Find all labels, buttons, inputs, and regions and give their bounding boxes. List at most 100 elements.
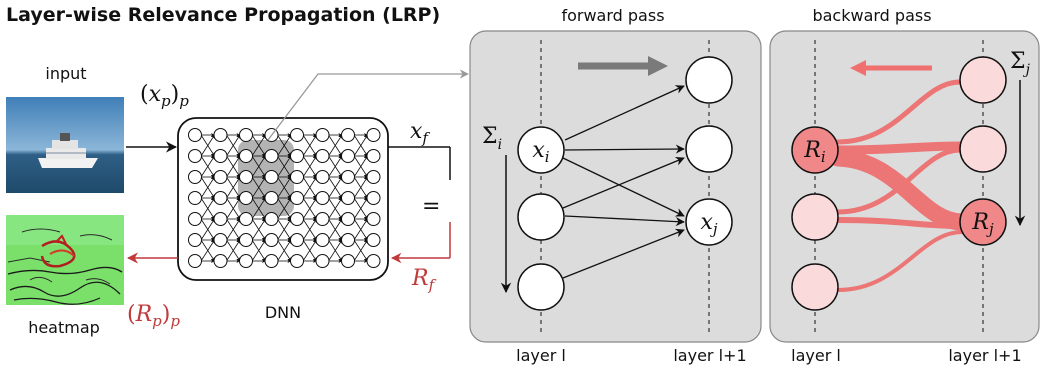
dnn-edge [226, 176, 241, 199]
dnn-edge [302, 134, 317, 157]
dnn-neuron [290, 233, 304, 247]
dnn-neuron [188, 170, 202, 184]
dnn-neuron [290, 149, 304, 163]
dnn-edge [328, 134, 343, 157]
dnn-edge [328, 239, 343, 262]
equals-sign: = [422, 194, 440, 219]
heatmap-label: heatmap [28, 318, 100, 337]
dnn-edge [353, 176, 368, 199]
dnn-edge [353, 239, 368, 262]
backward-node-ri [791, 126, 839, 174]
dnn-edge [251, 134, 266, 157]
dnn-edge [353, 155, 368, 178]
dnn-neuron [239, 254, 253, 268]
forward-node-xi [517, 126, 565, 174]
dnn-neuron [341, 170, 355, 184]
dnn-edge [226, 239, 241, 262]
dnn-neuron [213, 212, 228, 226]
dnn-neuron [290, 191, 304, 205]
dnn-neuron [290, 212, 304, 226]
forward-node-u1 [685, 56, 733, 104]
dnn-edge [226, 218, 241, 241]
dnn-edge [277, 218, 292, 241]
dnn-neuron [341, 233, 355, 247]
dnn-neuron [366, 254, 381, 268]
dnn-edge [353, 218, 368, 241]
dnn-edge [277, 197, 292, 220]
input-image [6, 97, 124, 193]
dnn-neuron [315, 212, 330, 226]
dnn-neuron [315, 149, 330, 163]
dnn-edge [251, 176, 266, 199]
forward-node-l3 [517, 263, 565, 311]
dnn-edge [200, 197, 215, 220]
dnn-neuron [213, 149, 228, 163]
dnn-neuron [188, 233, 202, 247]
dnn-edge [200, 176, 215, 199]
forward-node-l2 [517, 193, 565, 241]
dnn-edge [251, 239, 266, 262]
dnn-edge [200, 155, 215, 178]
dnn-edge [200, 239, 215, 262]
dnn-neuron [213, 128, 228, 142]
dnn-edge [277, 134, 292, 157]
dnn-edge [251, 155, 266, 178]
forward-layer-right: layer l+1 [673, 346, 746, 365]
dnn-neuron [264, 170, 279, 184]
rj-label: Rj [971, 210, 994, 238]
dnn-edge [328, 155, 343, 178]
rp-label: (Rp)p [127, 302, 180, 330]
dnn-edge [353, 134, 368, 157]
dnn-edge [251, 197, 266, 220]
forward-node-u2 [685, 125, 733, 173]
dnn-neuron [264, 233, 279, 247]
dnn-neuron [315, 170, 330, 184]
dnn-neuron [264, 191, 279, 205]
forward-node-xj [685, 198, 733, 246]
page-title: Layer-wise Relevance Propagation (LRP) [6, 4, 440, 26]
forward-header: forward pass [561, 6, 664, 25]
dnn-neuron [366, 212, 381, 226]
dnn-neuron [239, 233, 253, 247]
dnn-neuron [188, 212, 202, 226]
dnn-edge [302, 239, 317, 262]
dnn-edge [200, 218, 215, 241]
dnn-neuron [213, 191, 228, 205]
dnn-neuron [188, 149, 202, 163]
dnn-edge [328, 218, 343, 241]
dnn-edge [277, 176, 292, 199]
dnn-neuron [213, 254, 228, 268]
input-label: input [45, 64, 86, 83]
dnn-neuron [213, 170, 228, 184]
dnn-neuron [188, 128, 202, 142]
dnn-neuron [188, 191, 202, 205]
dnn-neuron [239, 149, 253, 163]
backward-node-rj [959, 198, 1007, 246]
backward-node-u1 [959, 56, 1007, 104]
dnn-neuron [315, 233, 330, 247]
dnn-neuron [239, 212, 253, 226]
dnn-neuron [366, 149, 381, 163]
dnn-label: DNN [265, 303, 301, 322]
dnn-neuron [315, 254, 330, 268]
backward-node-l2 [791, 193, 839, 241]
forward-sum-label: Σi [482, 124, 502, 153]
dnn-neuron [264, 212, 279, 226]
dnn-edge [302, 155, 317, 178]
dnn-neuron [315, 128, 330, 142]
heatmap-image [6, 215, 124, 305]
dnn-neuron [341, 149, 355, 163]
dnn-neuron [264, 254, 279, 268]
zoom-connector [267, 69, 469, 141]
dnn-neuron [239, 128, 253, 142]
dnn-box [177, 117, 389, 281]
backward-node-u2 [959, 125, 1007, 173]
dnn-neuron [290, 128, 304, 142]
dnn-edge [302, 197, 317, 220]
dnn-edge [328, 197, 343, 220]
dnn-edge [200, 134, 215, 157]
xp-label: (xp)p [140, 82, 189, 110]
dnn-neuron [239, 170, 253, 184]
dnn-neuron [290, 170, 304, 184]
